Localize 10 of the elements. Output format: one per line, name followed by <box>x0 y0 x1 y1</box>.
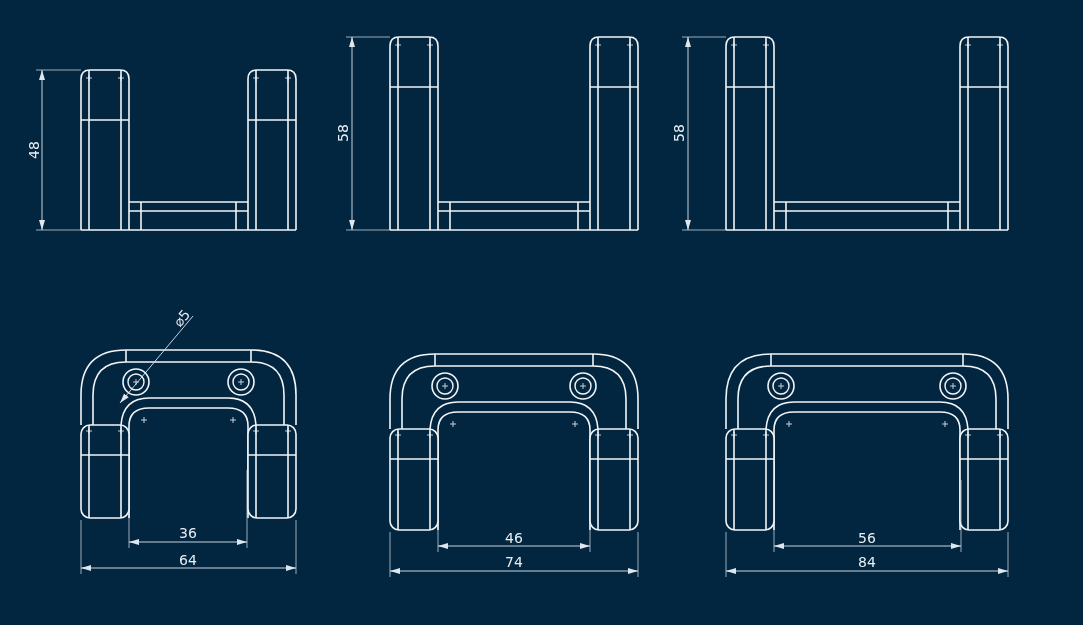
dimension-value: ⌀5 <box>169 306 193 330</box>
dimension-value: 58 <box>334 124 351 142</box>
dimension-value: 74 <box>505 554 523 570</box>
dimension-value: 56 <box>858 530 876 546</box>
dimension-value: 36 <box>179 525 197 541</box>
dimension-value: 46 <box>505 530 523 546</box>
dimension-value: 48 <box>25 141 42 159</box>
dimension-value: 58 <box>670 124 687 142</box>
dimension-value: 84 <box>858 554 876 570</box>
dimension-value: 64 <box>179 552 197 568</box>
